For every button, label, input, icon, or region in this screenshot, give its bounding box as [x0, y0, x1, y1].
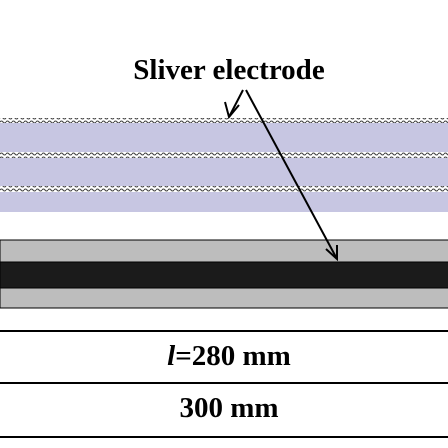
outer-layer-bottom	[0, 287, 448, 309]
inner-length-label: l=280 mm	[0, 340, 448, 373]
inner-length-value: =280 mm	[175, 340, 291, 372]
length-symbol: l	[167, 340, 176, 372]
sliver-electrode-line-1	[0, 118, 448, 123]
total-length-label: 300 mm	[179, 392, 279, 424]
sliver-electrode-line-3	[0, 186, 448, 192]
callout-arrow-short	[224, 89, 244, 120]
callout-arrow-long	[245, 89, 338, 262]
sliver-electrode-line-2	[0, 152, 448, 158]
core-layer	[0, 261, 448, 289]
band-3	[0, 192, 448, 212]
sliver-electrode-label: Sliver electrode	[133, 54, 325, 86]
outer-layer-top	[0, 239, 448, 263]
band-2	[0, 158, 448, 186]
band-1	[0, 123, 448, 152]
